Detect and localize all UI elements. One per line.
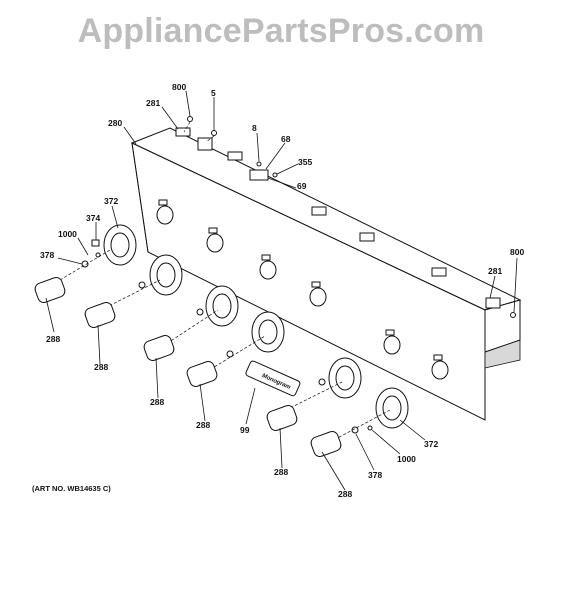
callout-68: 68: [281, 134, 291, 144]
control-panel: [130, 127, 522, 421]
watermark: AppliancePartsPros.com: [77, 12, 485, 50]
callout-281-top: 281: [146, 98, 160, 108]
callout-288-5: 288: [274, 467, 288, 477]
callout-288-2: 288: [94, 362, 108, 372]
callout-355: 355: [298, 157, 312, 167]
callout-800-right: 800: [510, 247, 524, 257]
callout-378-right: 378: [368, 470, 382, 480]
top-brackets: [175, 116, 516, 318]
callout-288-6: 288: [338, 489, 352, 499]
callout-8: 8: [252, 123, 257, 133]
callout-5: 5: [211, 88, 216, 98]
callouts: 800 281 5 280 8 68 355 69 372 374 1000 3…: [40, 82, 524, 499]
callout-99: 99: [240, 425, 250, 435]
nameplate: Monogram: [245, 360, 301, 397]
callout-378-left: 378: [40, 250, 54, 260]
hardware: [59, 239, 391, 443]
valve-rings: [103, 224, 409, 429]
art-number: (ART NO. WB14635 C): [32, 484, 111, 493]
callout-288-1: 288: [46, 334, 60, 344]
callout-288-3: 288: [150, 397, 164, 407]
callout-800-top: 800: [172, 82, 186, 92]
leader-lines: [45, 90, 518, 491]
panel-openings: [156, 199, 449, 380]
callout-372-right: 372: [424, 439, 438, 449]
knobs: [34, 277, 342, 457]
callout-280: 280: [108, 118, 122, 128]
callout-372-left: 372: [104, 196, 118, 206]
callout-69: 69: [297, 181, 307, 191]
callout-1000-left: 1000: [58, 229, 77, 239]
callout-1000-right: 1000: [397, 454, 416, 464]
callout-374: 374: [86, 213, 100, 223]
callout-281-right: 281: [488, 266, 502, 276]
callout-288-4: 288: [196, 420, 210, 430]
